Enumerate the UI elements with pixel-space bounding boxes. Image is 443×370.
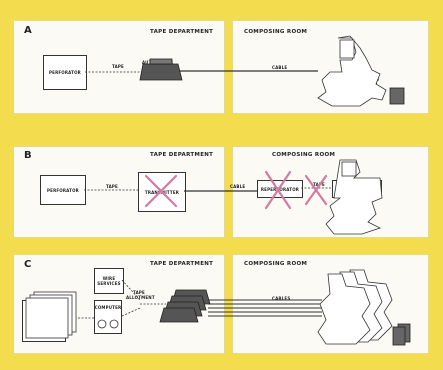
section-b-cable-label: CABLE xyxy=(230,184,246,189)
section-c-computer-label: COMPUTER xyxy=(94,305,122,310)
section-c-perforators-stack xyxy=(25,291,77,339)
section-c-cables-label: CABLES xyxy=(272,296,291,301)
section-c-reel-left-icon xyxy=(97,319,107,329)
section-b-machine-icon xyxy=(325,159,383,235)
section-c-reel-right-icon xyxy=(109,319,119,329)
section-c-tape-department-title: TAPE DEPARTMENT xyxy=(150,261,214,267)
section-a-stool-icon xyxy=(389,87,405,105)
section-b-tape-label: TAPE xyxy=(106,184,118,189)
section-c-tape-allotment-connector-1 xyxy=(121,279,141,301)
section-b-transmitter-x-mark xyxy=(144,174,178,208)
section-c-composing-room-title: COMPOSING ROOM xyxy=(244,261,308,267)
section-b-x-marks xyxy=(144,170,328,210)
section-a-letter: A xyxy=(24,25,32,36)
section-c-tape-allotment-label: TAPE ALLOTMENT xyxy=(126,290,155,300)
section-c-letter: C xyxy=(24,259,32,270)
section-b-composing-room-title: COMPOSING ROOM xyxy=(272,152,336,158)
section-c-cable-bundle xyxy=(208,299,322,317)
section-c-wire-services-box: WIRE SERVICES xyxy=(94,268,124,294)
section-a-composing-room-title: COMPOSING ROOM xyxy=(244,29,308,35)
section-b-reperforator-x-mark xyxy=(264,170,292,210)
section-c-machines-icon xyxy=(317,269,393,345)
section-a-tape-label: TAPE xyxy=(112,64,124,69)
section-a-cable-label: CABLE xyxy=(272,65,288,70)
section-b-letter: B xyxy=(24,150,32,161)
section-c-computer-box: COMPUTER xyxy=(94,300,122,334)
section-a-perforator-box: PERFORATOR xyxy=(43,55,87,90)
section-c-stools-icon xyxy=(392,323,411,346)
section-b-tape-x-mark xyxy=(304,174,328,206)
section-c-readers-stack xyxy=(159,289,211,323)
section-a-reader-icon xyxy=(139,63,183,81)
section-a-tape-department-title: TAPE DEPARTMENT xyxy=(150,29,214,35)
section-b-perforator-box: PERFORATOR xyxy=(40,175,86,205)
section-a-machine-icon xyxy=(317,35,387,107)
section-b-tape-department-title: TAPE DEPARTMENT xyxy=(150,152,214,158)
section-c-tape-allotment-connector-2 xyxy=(121,307,141,317)
